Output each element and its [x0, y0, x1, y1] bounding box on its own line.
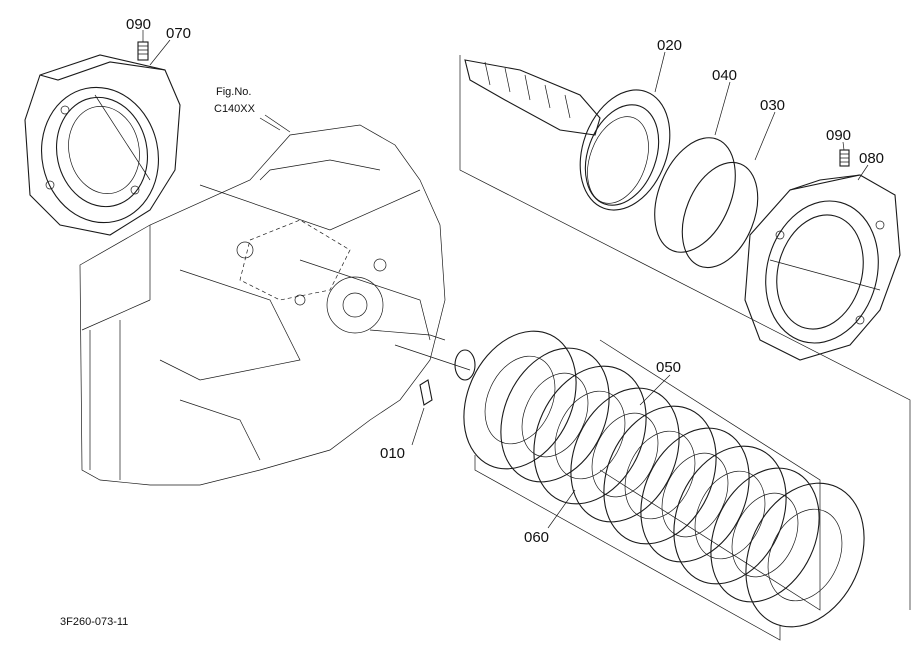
label-part-090-right: 090 [826, 127, 851, 144]
drawing-code: 3F260-073-11 [60, 616, 128, 628]
disc-7 [673, 445, 787, 585]
label-part-060: 060 [524, 529, 549, 546]
fig-title: Fig.No. [216, 86, 251, 98]
friction-disc-stack [463, 330, 865, 641]
part-020-shaft-seal [459, 55, 911, 610]
leader-lines [142, 30, 869, 529]
part-090-bolt-left [137, 41, 149, 61]
label-part-030: 030 [760, 97, 785, 114]
part-030-ring [681, 161, 759, 269]
fig-code: C140XX [214, 103, 256, 115]
disc-4 [570, 387, 680, 523]
label-part-090-left: 090 [126, 16, 151, 33]
disc-9 [745, 482, 865, 628]
transmission-housing [79, 117, 446, 486]
disc-1 [463, 330, 577, 470]
label-part-020: 020 [657, 37, 682, 54]
part-090-bolt-right [839, 149, 850, 167]
label-part-070: 070 [166, 25, 191, 42]
disc-3 [533, 365, 647, 505]
part-080-brake-case [744, 174, 901, 361]
part-040-ring [654, 137, 736, 253]
disc-5 [603, 405, 717, 545]
disc-2 [500, 347, 610, 483]
disc-8 [710, 467, 820, 603]
label-part-010: 010 [380, 445, 405, 462]
label-part-080: 080 [859, 150, 884, 167]
label-part-050: 050 [656, 359, 681, 376]
label-part-040: 040 [712, 67, 737, 84]
part-010-pin [394, 344, 476, 406]
part-070-brake-case [24, 54, 181, 236]
